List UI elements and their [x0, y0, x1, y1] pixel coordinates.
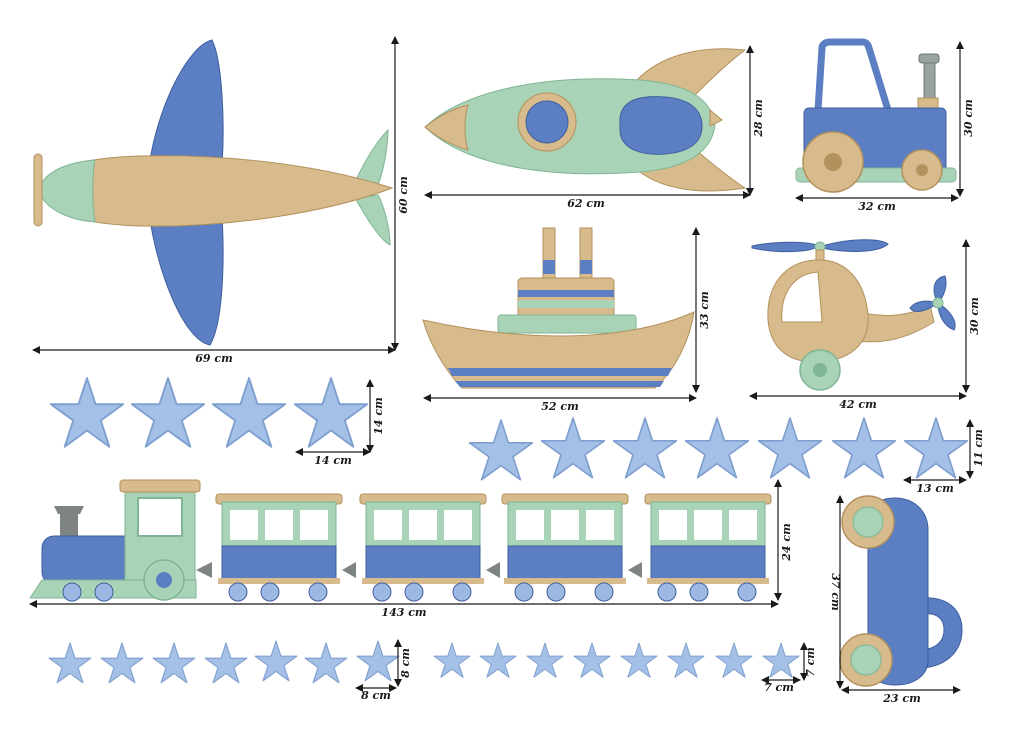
star	[526, 642, 564, 678]
star	[903, 417, 969, 479]
helicopter-width-label: 42 cm	[839, 398, 876, 411]
tiny-star-dimensions: 7 cm 7 cm	[761, 642, 817, 694]
star	[49, 377, 125, 448]
airplane-illustration	[33, 39, 394, 346]
airplane-height-label: 60 cm	[397, 176, 410, 213]
tractor-height-label: 30 cm	[962, 99, 975, 136]
star	[356, 640, 400, 682]
star	[620, 642, 658, 678]
large-star-width-label: 14 cm	[314, 454, 351, 467]
tiny-star-width-label: 7 cm	[764, 681, 794, 694]
star	[612, 417, 678, 479]
train-illustration	[29, 479, 772, 602]
star	[204, 642, 248, 684]
tractor-dimensions: 32 cm 30 cm	[795, 41, 975, 213]
helicopter-illustration	[751, 239, 956, 391]
ship-height-label: 33 cm	[698, 291, 711, 328]
rocket-height-label: 28 cm	[752, 99, 765, 137]
airplane-width-label: 69 cm	[195, 352, 232, 365]
train-width-label: 143 cm	[381, 606, 426, 619]
rocket-width-label: 62 cm	[567, 197, 604, 210]
large-stars-row	[49, 377, 369, 448]
star	[130, 377, 206, 448]
star	[684, 417, 750, 479]
tractor-width-label: 32 cm	[858, 200, 895, 213]
train-locomotive	[29, 479, 212, 602]
star	[831, 417, 897, 479]
ship-dimensions: 52 cm 33 cm	[423, 227, 711, 413]
tractor-illustration	[795, 38, 957, 193]
train-wagon	[644, 493, 772, 602]
car-dimensions: 37 cm 23 cm	[829, 495, 961, 705]
small-stars-row	[48, 640, 400, 684]
airplane-dimensions: 69 cm 60 cm	[32, 36, 410, 365]
train-wagon	[359, 493, 500, 602]
medium-star-dimensions: 13 cm 11 cm	[903, 419, 985, 495]
star	[479, 642, 517, 678]
large-star-height-label: 14 cm	[372, 397, 385, 434]
helicopter-tail-rotor	[909, 275, 956, 331]
train-height-label: 24 cm	[780, 523, 793, 561]
star	[468, 419, 534, 481]
star	[667, 642, 705, 678]
small-star-height-label: 8 cm	[399, 648, 412, 678]
star	[48, 642, 92, 684]
star	[757, 417, 823, 479]
star	[304, 642, 348, 684]
tiny-star-height-label: 7 cm	[804, 647, 817, 677]
tiny-stars-row	[433, 642, 800, 678]
star	[100, 642, 144, 684]
rocket-dimensions: 62 cm 28 cm	[424, 45, 765, 210]
large-star-dimensions: 14 cm 14 cm	[295, 379, 385, 467]
star	[254, 640, 298, 682]
medium-star-width-label: 13 cm	[916, 482, 953, 495]
helicopter-dimensions: 42 cm 30 cm	[749, 239, 981, 411]
medium-stars-row	[468, 417, 969, 481]
ship-illustration	[422, 227, 695, 389]
star	[433, 642, 471, 678]
helicopter-height-label: 30 cm	[968, 297, 981, 334]
medium-star-height-label: 11 cm	[972, 429, 985, 466]
star	[152, 642, 196, 684]
train-wagon	[501, 493, 642, 602]
star	[762, 642, 800, 678]
small-star-dimensions: 8 cm 8 cm	[355, 639, 412, 702]
rocket-illustration	[424, 48, 747, 192]
star	[540, 417, 606, 479]
train-dimensions: 143 cm 24 cm	[29, 479, 793, 619]
car-illustration	[839, 495, 963, 687]
car-width-label: 23 cm	[882, 692, 920, 705]
car-height-label: 37 cm	[829, 573, 842, 610]
small-star-width-label: 8 cm	[361, 689, 391, 702]
star	[211, 377, 287, 448]
train-wagon	[215, 493, 356, 602]
ship-width-label: 52 cm	[541, 400, 578, 413]
star	[573, 642, 611, 678]
star	[715, 642, 753, 678]
star	[293, 377, 369, 448]
